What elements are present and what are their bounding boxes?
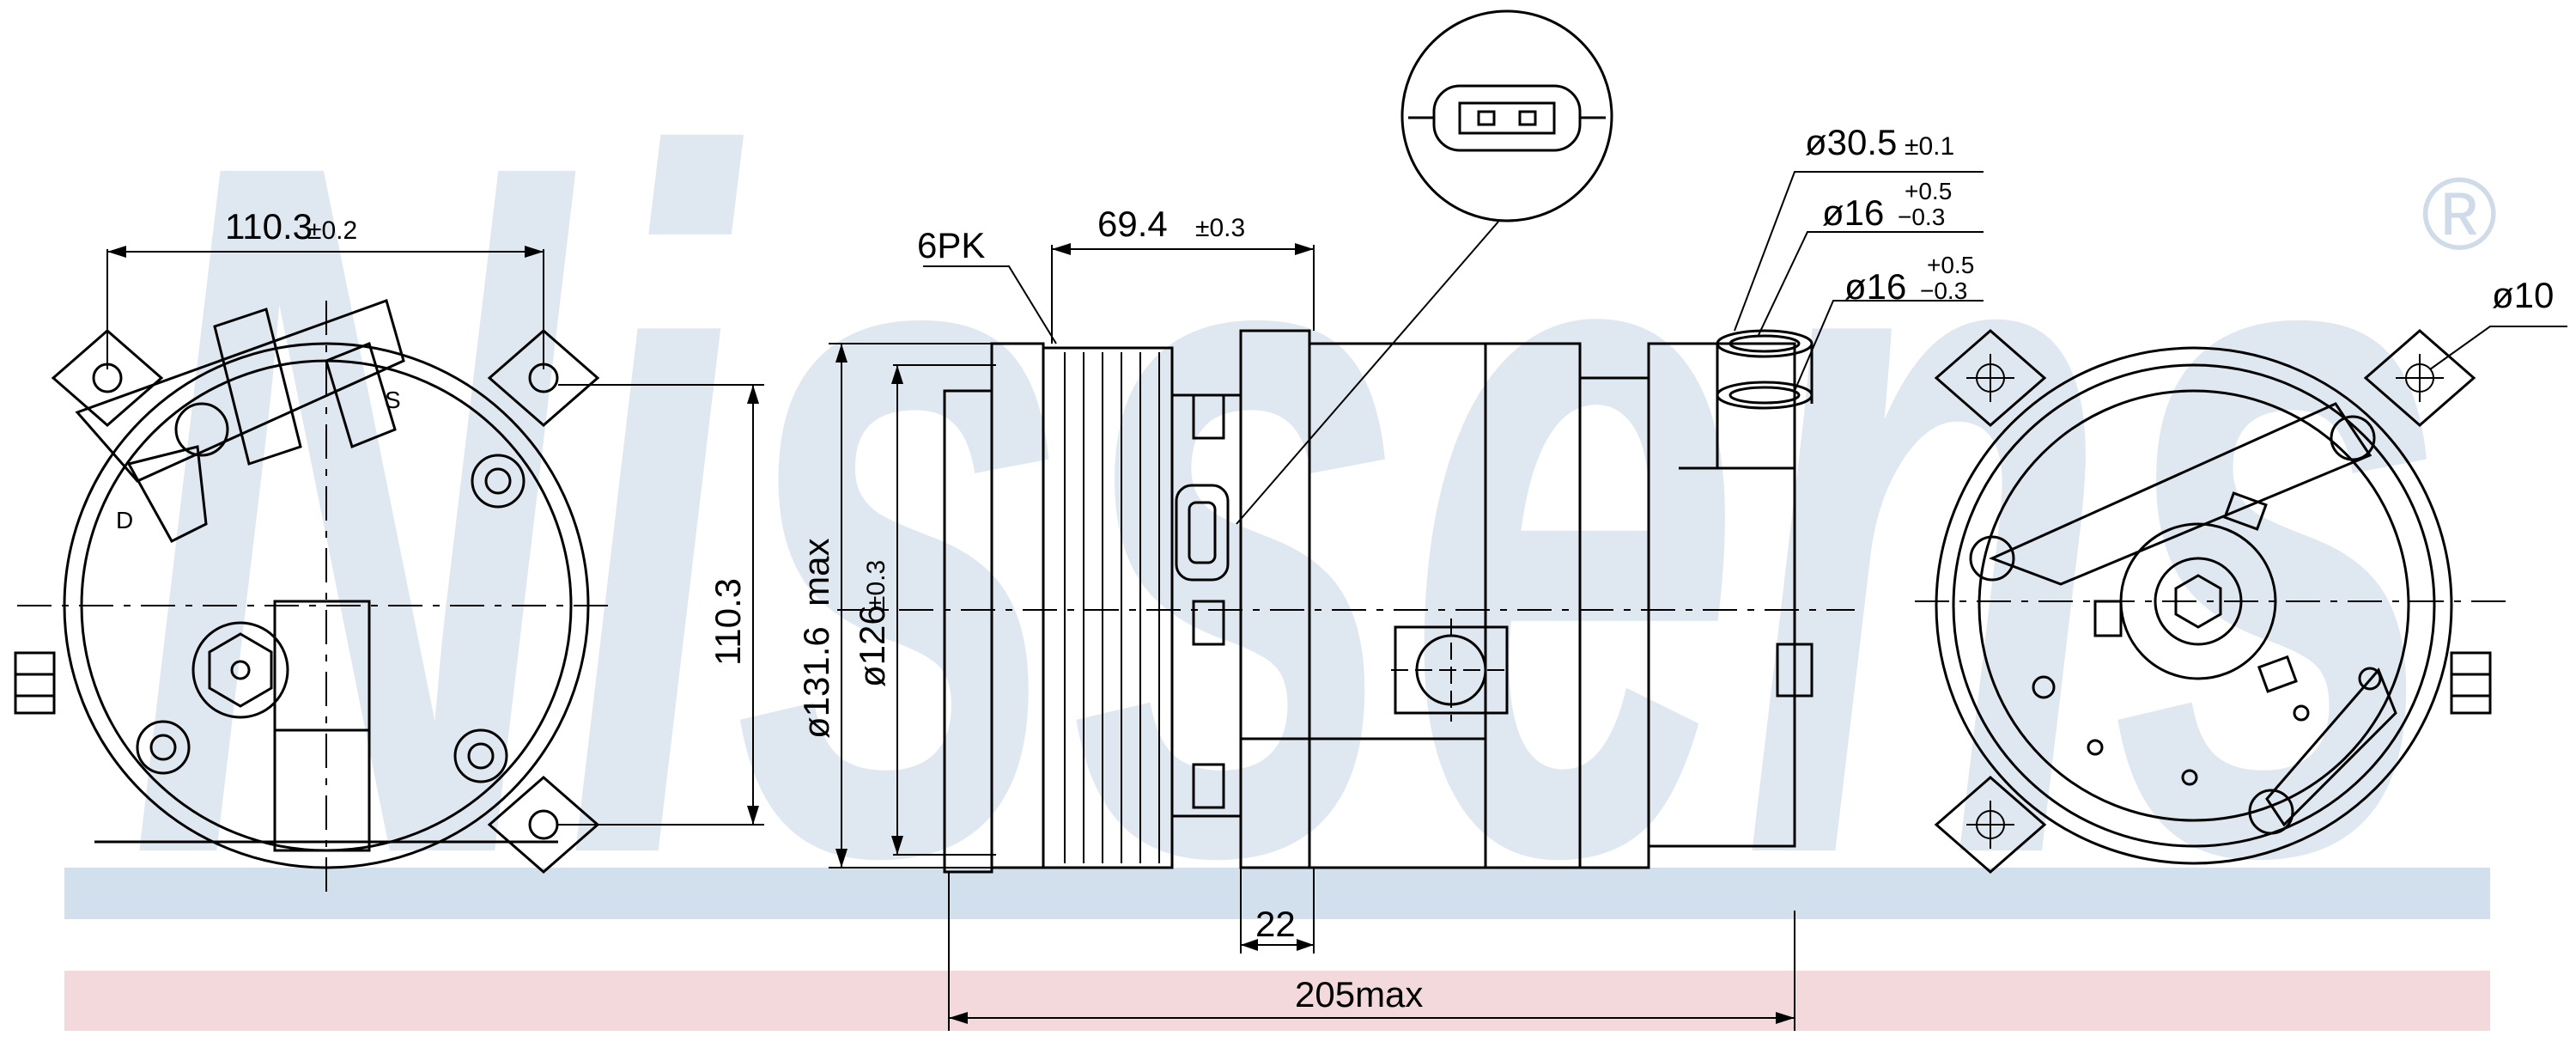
body-bolt: [1192, 763, 1225, 809]
side-view: [829, 9, 1984, 1031]
rear-bolt: [1776, 643, 1814, 698]
port-a-tol-upper: +0.5: [1905, 178, 1952, 204]
pink-band: [64, 971, 2490, 1031]
pulley-dia-tolerance: ±0.3: [862, 560, 890, 610]
front-width-tolerance: ±0.2: [307, 216, 357, 245]
port-b-label: ø16: [1844, 266, 1906, 307]
front-height-label: 110.3: [708, 578, 748, 666]
port-a-leader: [1758, 231, 1984, 336]
rear-view: [1915, 326, 2567, 874]
front-manifold-stem: [126, 445, 208, 543]
mount-hole-label: ø10: [2492, 275, 2554, 315]
port-outer-label: ø30.5: [1805, 122, 1897, 162]
rear-hex: [2174, 574, 2222, 629]
front-manifold-bolt: [174, 402, 229, 457]
front-lug-top-left: [51, 329, 164, 427]
port-a-label: ø16: [1822, 192, 1884, 233]
front-view: [14, 246, 764, 893]
front-width-label: 110.3: [225, 206, 313, 247]
front-bolt: [453, 728, 508, 783]
pulley-offset-tolerance: ±0.3: [1195, 214, 1245, 242]
pulley-dia-label: ø126: [852, 605, 892, 687]
pulley-offset-label: 69.4: [1097, 204, 1168, 244]
port-mark-s: S: [385, 387, 401, 413]
front-hex-outer: [191, 621, 289, 719]
rear-lug-crosshair: [1966, 354, 2444, 849]
front-lug-top-right: [487, 329, 600, 427]
port-mark-d: D: [116, 507, 133, 533]
rear-bolt: [2330, 415, 2376, 461]
port-a-tol-lower: −0.3: [1898, 204, 1945, 230]
rear-body-inner: [1952, 363, 2436, 848]
rear-bracket-lower: [2265, 667, 2397, 827]
rear-side-valve: [2450, 651, 2492, 715]
front-manifold-port-2: [325, 341, 397, 449]
overall-length-label: 205max: [1295, 974, 1423, 1015]
mount-hole-leader: [2429, 326, 2567, 370]
rear-lug-top-right: [2363, 329, 2476, 427]
electrical-connector: [1175, 484, 1230, 582]
rear-body-outline: [1935, 346, 2453, 865]
port-b-tol-lower: −0.3: [1920, 277, 1967, 304]
front-manifold-port: [213, 308, 302, 466]
port-outer-leader: [1734, 171, 1984, 332]
registered-mark: ®: [2421, 156, 2497, 271]
port-outer-tolerance: ±0.1: [1905, 132, 1954, 161]
blue-band: [64, 868, 2490, 919]
port-b-tol-upper: +0.5: [1927, 252, 1974, 278]
max-dia-label: ø131.6 max: [796, 539, 836, 739]
front-hex-core: [230, 660, 251, 680]
body-bolt: [1192, 600, 1225, 646]
rear-bracket: [1989, 402, 2372, 586]
front-side-valve: [14, 651, 56, 715]
rear-lug-top-left: [1934, 329, 2047, 427]
pulley-type-label: 6PK: [917, 225, 985, 265]
port-b-leader: [1794, 300, 1984, 392]
clutch-width-label: 22: [1255, 904, 1296, 944]
connector-detail-bubble: [1400, 9, 1613, 222]
brand-watermark: Nissens: [129, 0, 2447, 1042]
front-bolt: [471, 454, 526, 509]
pulley-type-leader: [923, 265, 1057, 344]
body-bolt: [1192, 393, 1225, 440]
front-housing: [273, 600, 371, 852]
front-bolt: [136, 720, 191, 775]
rear-bolt: [1969, 535, 2015, 582]
rear-bolt: [2248, 789, 2294, 835]
connector-leader: [1236, 221, 1499, 525]
front-lug-hole: [528, 809, 559, 840]
front-hex: [208, 632, 273, 708]
front-manifold: [75, 299, 405, 483]
rear-lug-bottom-left: [1934, 776, 2047, 874]
pulley-grooves: [1064, 352, 1160, 863]
